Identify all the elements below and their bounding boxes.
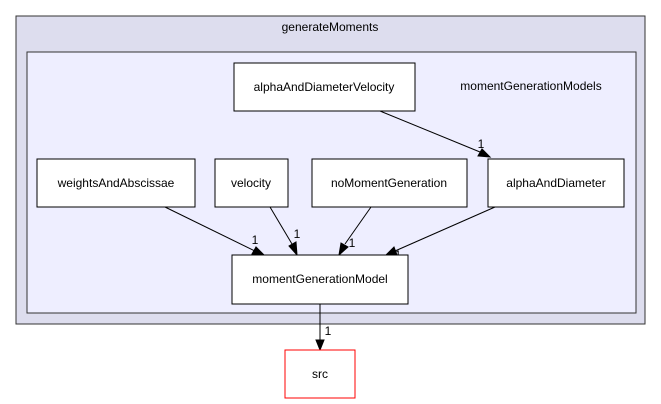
node-moment-generation-model[interactable]: momentGenerationModel bbox=[231, 254, 409, 305]
node-box bbox=[487, 158, 625, 208]
edge-momentgenerationmodel-to-src[interactable]: 1 bbox=[315, 304, 332, 352]
node-alpha-and-diameter-velocity[interactable]: alphaAndDiameterVelocity bbox=[233, 62, 416, 112]
edge-velocity-to-momentgenerationmodel[interactable]: 1 bbox=[269, 206, 301, 257]
edge-alphaanddiametervelocity-to-alphaanddiameter: 1 bbox=[379, 110, 492, 158]
node-velocity[interactable]: velocity bbox=[214, 158, 289, 208]
node-src[interactable]: src bbox=[284, 349, 356, 399]
node-box bbox=[311, 158, 468, 208]
node-box bbox=[36, 158, 196, 208]
edge-label: 1 bbox=[349, 236, 356, 250]
cluster-generate-moments-label: generateMoments bbox=[282, 20, 379, 34]
node-label: weightsAndAbscissae bbox=[57, 176, 175, 190]
node-label: alphaAndDiameterVelocity bbox=[254, 80, 395, 94]
node-weights-and-abscissae[interactable]: weightsAndAbscissae bbox=[36, 158, 196, 208]
edge-label: 1 bbox=[325, 324, 332, 338]
node-label: velocity bbox=[231, 176, 271, 190]
edge-label: 1 bbox=[294, 227, 301, 241]
node-box bbox=[214, 158, 289, 208]
node-label: src bbox=[312, 367, 328, 381]
cluster-moment-generation-models-label: momentGenerationModels bbox=[460, 79, 601, 93]
node-box bbox=[231, 254, 409, 305]
edge-label: 1 bbox=[252, 233, 259, 247]
node-label: alphaAndDiameter bbox=[506, 176, 605, 190]
node-no-moment-generation[interactable]: noMomentGeneration bbox=[311, 158, 468, 208]
node-alpha-and-diameter[interactable]: alphaAndDiameter bbox=[487, 158, 625, 208]
node-label: momentGenerationModel bbox=[252, 272, 387, 286]
node-label: noMomentGeneration bbox=[331, 176, 447, 190]
node-box bbox=[284, 349, 356, 399]
node-box bbox=[233, 62, 416, 112]
edge-label: 1 bbox=[478, 137, 485, 151]
edge-nomomentgeneration-to-momentgenerationmodel[interactable]: 1 bbox=[338, 206, 372, 257]
